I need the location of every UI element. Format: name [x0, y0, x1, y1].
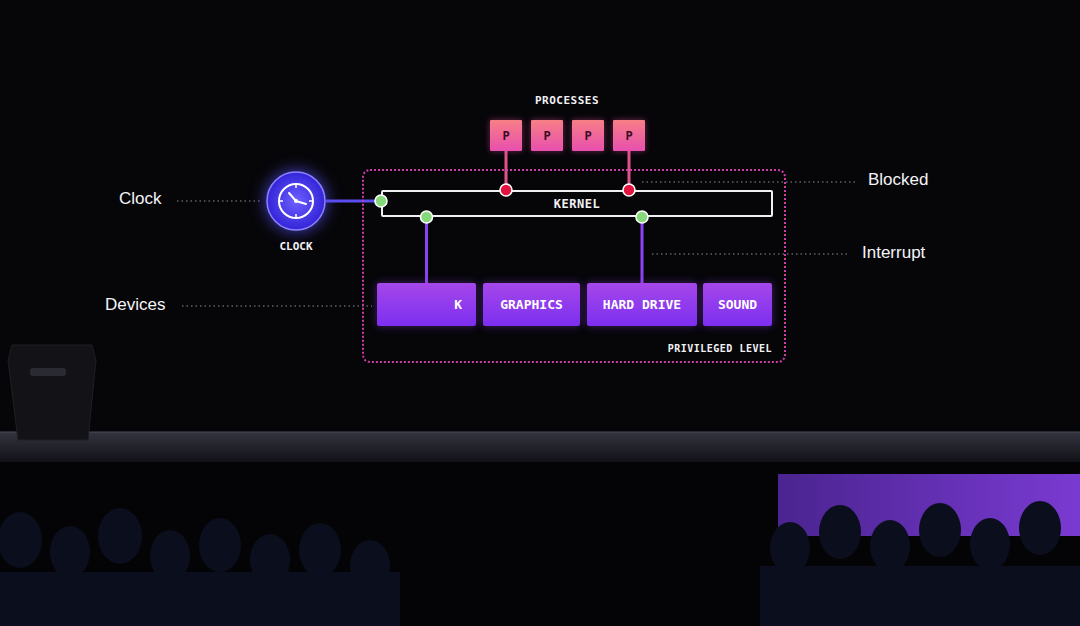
- leader-line: [182, 305, 372, 306]
- audience-heads: [0, 501, 1080, 626]
- privileged-region-text: PRIVILEGED LEVEL: [668, 343, 772, 354]
- device-box-text: K: [454, 297, 462, 312]
- kernel-bar-text: KERNEL: [554, 197, 600, 211]
- privileged-region: PRIVILEGED LEVEL KERNEL K GRAPHICS HARD DRIV…: [362, 169, 786, 363]
- clock-tick: [295, 214, 297, 217]
- clock-tick: [280, 200, 283, 202]
- process-box: P: [572, 120, 604, 151]
- device-box: SOUND: [703, 283, 772, 326]
- device-box-text: GRAPHICS: [500, 297, 563, 312]
- stage-edge: [0, 432, 1080, 433]
- clock-hands: [289, 193, 306, 204]
- process-box-text: P: [502, 129, 509, 143]
- device-box-text: HARD DRIVE: [603, 297, 681, 312]
- stage-floor: [0, 432, 1080, 462]
- process-box: P: [613, 120, 645, 151]
- device-box: GRAPHICS: [483, 283, 580, 326]
- leader-line: [642, 181, 855, 182]
- clock-circle: CLOCK: [266, 171, 326, 253]
- clock-circle-text: CLOCK: [279, 240, 312, 253]
- clock-icon: [266, 171, 326, 231]
- callout-label: Clock: [119, 189, 162, 209]
- connector: [641, 217, 644, 283]
- group-heading: PROCESSES: [535, 94, 599, 107]
- podium: [8, 345, 96, 440]
- process-box-text: P: [584, 129, 591, 143]
- callout-label: Interrupt: [862, 243, 925, 263]
- process-box: P: [531, 120, 563, 151]
- clock-face: [279, 184, 313, 218]
- interrupt-dot: [375, 195, 387, 207]
- connector: [326, 200, 381, 203]
- leader-line: [652, 253, 850, 254]
- callout-label: Devices: [105, 295, 165, 315]
- audience-area: [0, 462, 1080, 626]
- interrupt-dot: [636, 211, 648, 223]
- connector: [425, 217, 428, 283]
- callout-label: Blocked: [868, 170, 928, 190]
- process-box: P: [490, 120, 522, 151]
- blocked-dot: [623, 184, 635, 196]
- clock-pivot: [294, 199, 298, 203]
- device-box: K: [377, 283, 476, 326]
- kernel-bar: KERNEL: [381, 190, 773, 217]
- podium-detail: [30, 368, 66, 376]
- interrupt-dot: [421, 211, 433, 223]
- device-box: HARD DRIVE: [587, 283, 697, 326]
- leader-line: [177, 200, 262, 201]
- process-box-text: P: [625, 129, 632, 143]
- device-box-text: SOUND: [718, 297, 757, 312]
- clock-circle-shape: [267, 172, 325, 230]
- process-box-text: P: [543, 129, 550, 143]
- blocked-dot: [500, 184, 512, 196]
- clock-tick: [295, 185, 297, 188]
- clock-tick: [309, 200, 312, 202]
